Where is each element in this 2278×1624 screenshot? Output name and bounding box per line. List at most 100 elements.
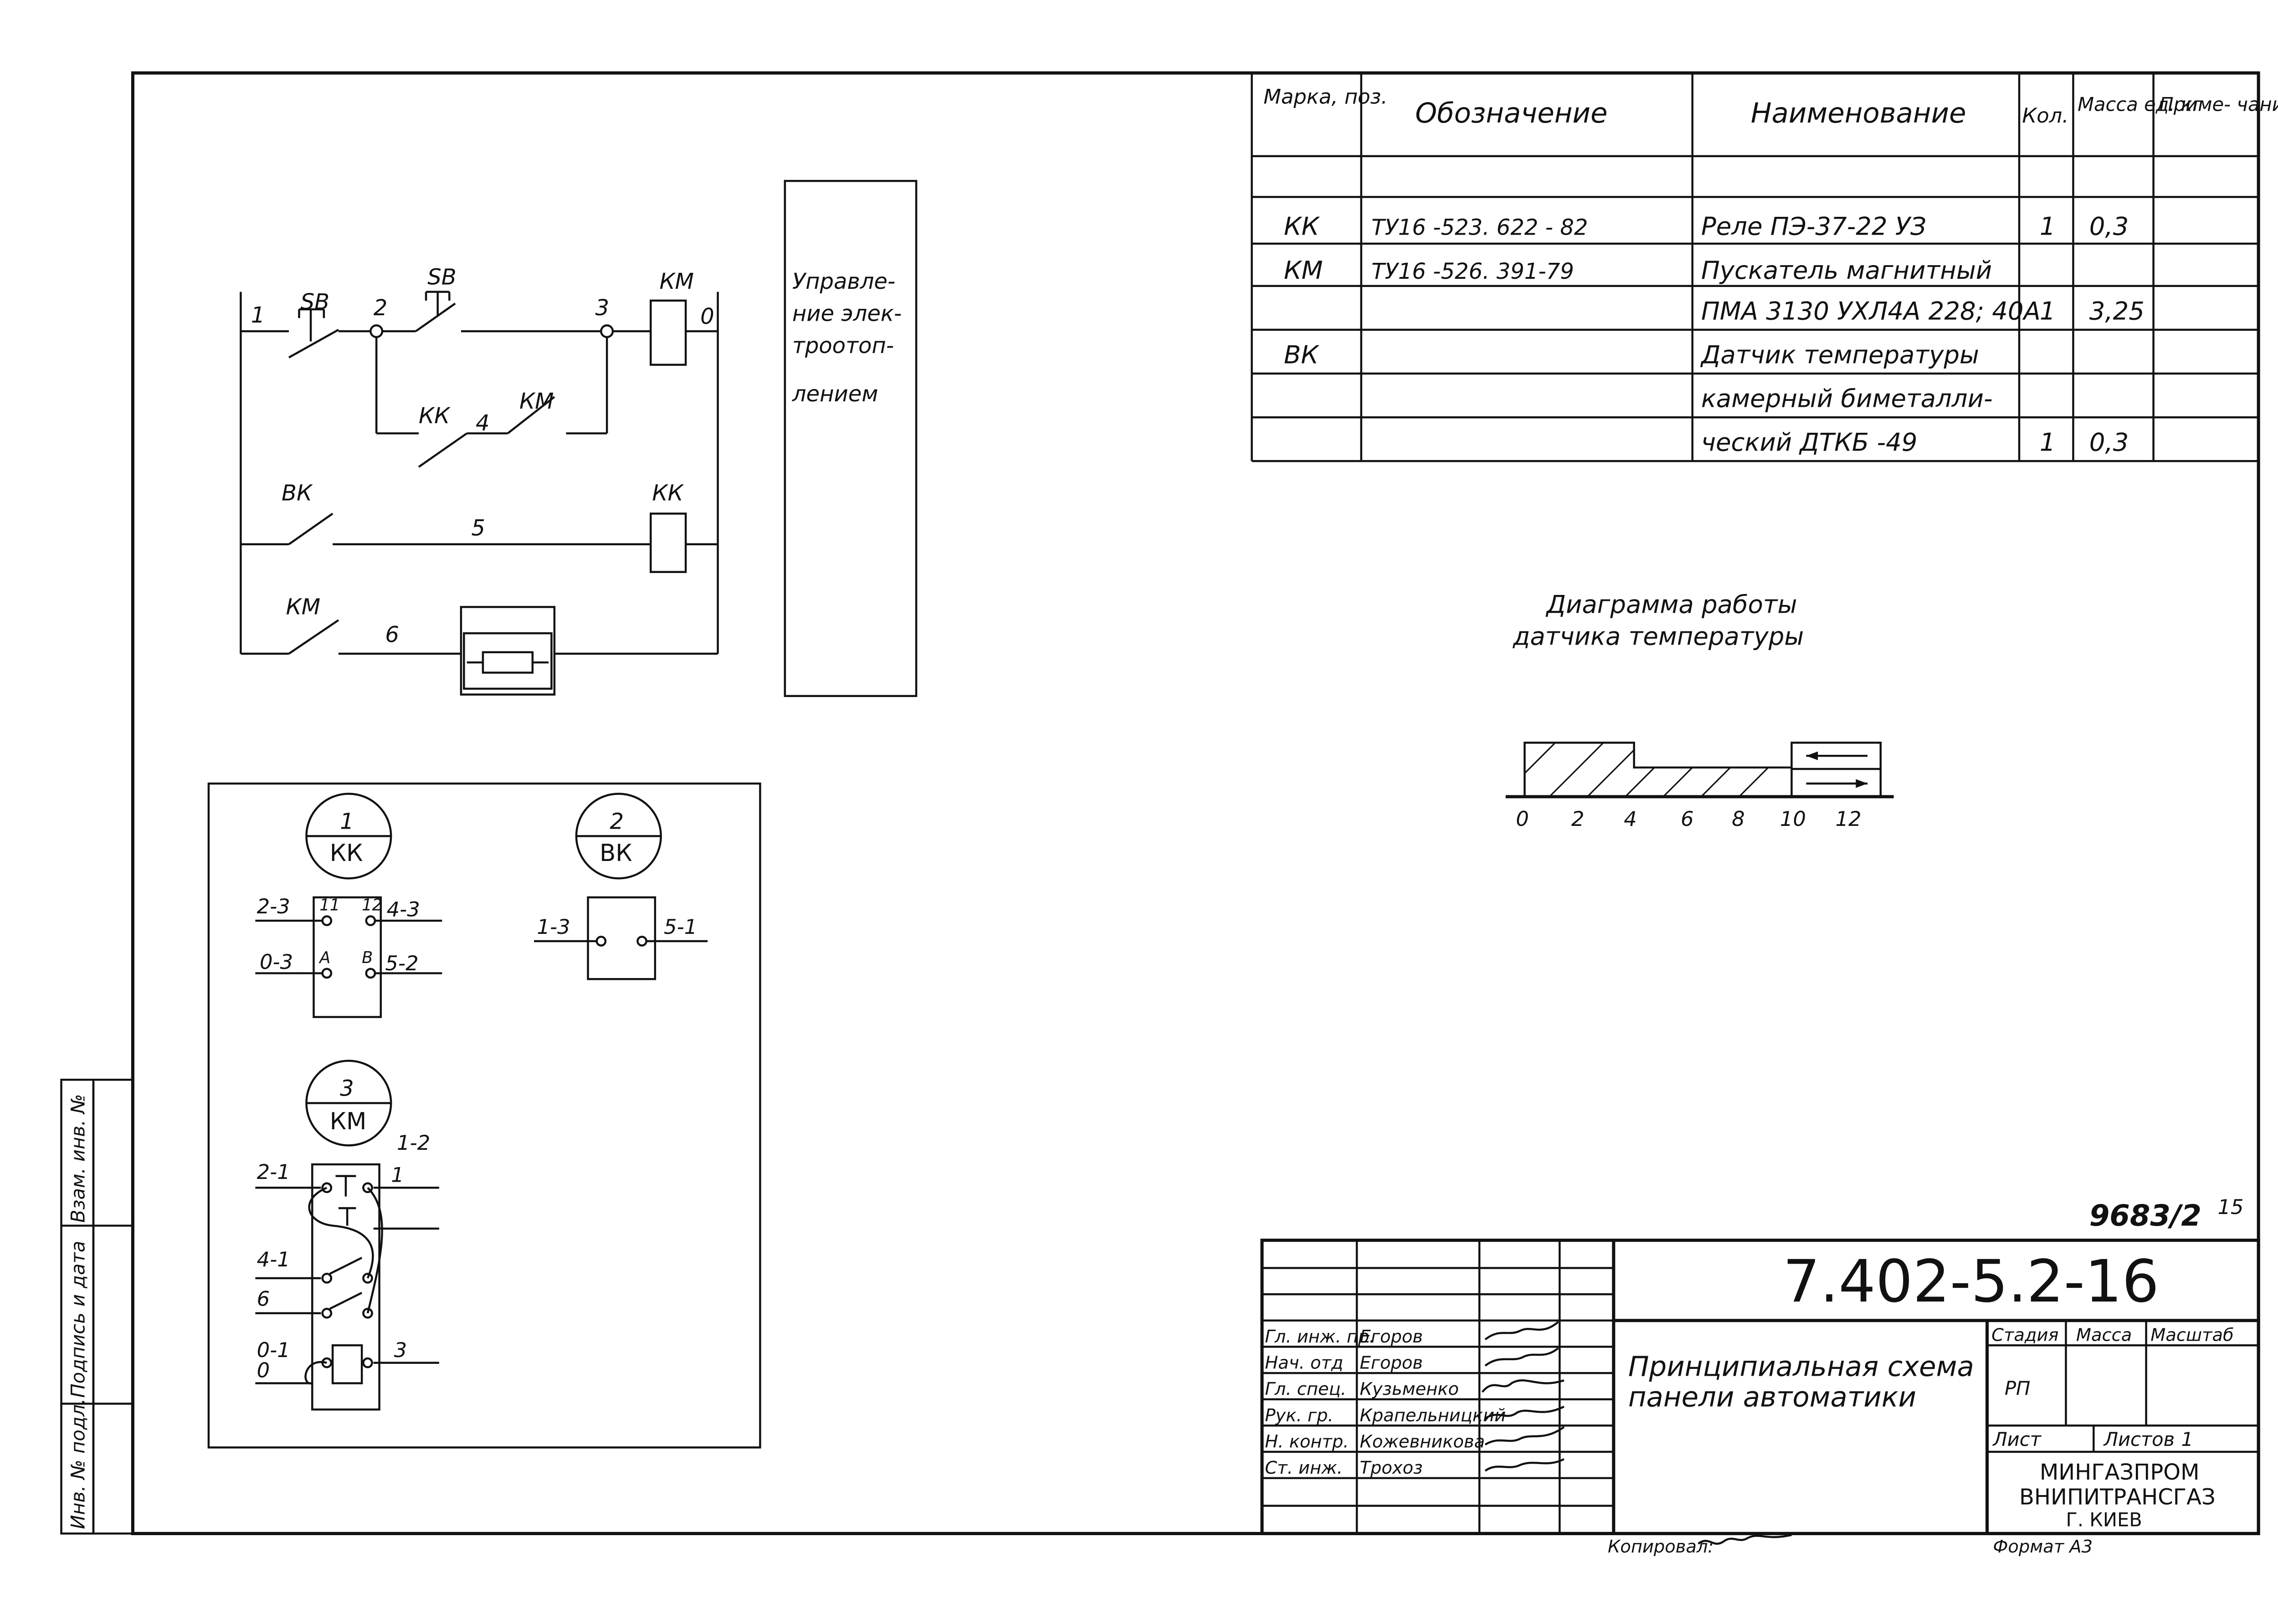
- tick-10: 10: [1780, 807, 1806, 831]
- svg-text:3: 3: [394, 1338, 407, 1362]
- device-3-km: 3 КМ 2-1 4-1 6 0-1 0 1-2 1 3: [255, 1060, 439, 1411]
- svg-text:1-3: 1-3: [537, 915, 570, 939]
- svg-text:1-2: 1-2: [397, 1131, 430, 1155]
- role-label: Нач. отд: [1265, 1352, 1343, 1373]
- header-designation: Обозначение: [1415, 97, 1607, 129]
- svg-text:Стадия: Стадия: [1991, 1325, 2058, 1346]
- device-1-kk: 1 КК 2-3 0-3 11 12 А В 4-3 5-2: [255, 793, 442, 1018]
- svg-text:А: А: [318, 948, 330, 967]
- spec-cell: камерный биметалли-: [1701, 384, 1993, 413]
- label-kk-contact: КК: [419, 403, 451, 429]
- tick-0: 0: [1516, 807, 1529, 831]
- spec-cell: КК: [1284, 212, 1320, 241]
- label-bk: ВК: [282, 481, 313, 506]
- person-name: Егоров: [1360, 1352, 1423, 1373]
- spec-cell: 3,25: [2089, 296, 2145, 325]
- org-2: ВНИПИТРАНСГАЗ: [2019, 1484, 2216, 1510]
- role-label: Гл. инж. пр.: [1265, 1327, 1375, 1347]
- spec-cell: ческий ДТКБ -49: [1701, 428, 1917, 457]
- page-mark: 15: [2218, 1195, 2244, 1219]
- svg-text:Листов: Листов: [2103, 1428, 2175, 1450]
- function-box: [784, 179, 918, 697]
- label-kk-coil: КК: [652, 481, 684, 506]
- org-1: МИНГАЗПРОМ: [2040, 1460, 2200, 1485]
- side-stamp: Инв. № подл. Подпись и дата Взам. инв. №: [60, 1079, 134, 1535]
- svg-text:3: 3: [340, 1076, 354, 1101]
- connections-box: [207, 782, 761, 1449]
- svg-text:КК: КК: [330, 840, 363, 867]
- org-3: Г. КИЕВ: [2066, 1508, 2142, 1531]
- temp-diagram: Диаграмма работы датчика температуры 0 2…: [1505, 589, 1894, 831]
- role-label: Рук. гр.: [1265, 1405, 1333, 1426]
- svg-text:2: 2: [610, 809, 624, 834]
- signatures: [1481, 1321, 1565, 1472]
- svg-text:Масштаб: Масштаб: [2150, 1325, 2234, 1346]
- sheet-ref: 9683/2: [2089, 1199, 2201, 1233]
- node-6: 6: [385, 622, 399, 647]
- spec-cell: ТУ16 -523. 622 - 82: [1371, 215, 1588, 241]
- function-note: Управле- ние элек- троотоп- лением: [792, 269, 902, 407]
- header-mass: Масса ед. кг: [2078, 93, 2203, 115]
- tick-8: 8: [1732, 807, 1745, 831]
- spec-table: Марка, поз. Обозначение Наименование Кол…: [1251, 73, 2278, 462]
- control-schematic: 1 SB 2 SB 3 КМ 0 КК 4 КМ ВК 5 КК КМ 6: [240, 265, 719, 696]
- label-sb1: SB: [301, 289, 329, 315]
- spec-cell: 1: [2040, 212, 2056, 241]
- spec-cell: ТУ16 -526. 391-79: [1371, 259, 1574, 284]
- copied-label: Копировал:: [1608, 1537, 1714, 1557]
- spec-cell: 0,3: [2089, 428, 2129, 457]
- sheet-frame: [131, 71, 2260, 1535]
- svg-text:В: В: [362, 948, 373, 967]
- spec-cell: 1: [2040, 428, 2056, 457]
- svg-text:12: 12: [362, 896, 382, 915]
- title-block: 9683/2 15 7.402-5.2-16 Принципиальная сх…: [1260, 1195, 2260, 1557]
- svg-text:4-1: 4-1: [257, 1247, 290, 1271]
- header-note: Приме- чание: [2159, 93, 2278, 115]
- svg-text:троотоп-: троотоп-: [792, 333, 894, 359]
- spec-cell: Реле ПЭ-37-22 УЗ: [1701, 212, 1926, 241]
- svg-text:лением: лением: [792, 381, 878, 407]
- spec-cell: Датчик температуры: [1700, 340, 1979, 369]
- svg-text:ВК: ВК: [600, 840, 632, 867]
- label-km-contact: КМ: [519, 389, 554, 414]
- person-name: Трохоз: [1360, 1458, 1423, 1478]
- tick-4: 4: [1624, 807, 1637, 831]
- svg-text:2-1: 2-1: [257, 1160, 290, 1184]
- svg-text:Лист: Лист: [1992, 1428, 2042, 1450]
- svg-text:0: 0: [257, 1358, 270, 1383]
- svg-text:11: 11: [319, 896, 340, 915]
- svg-text:1: 1: [340, 809, 354, 834]
- spec-cell: 0,3: [2089, 212, 2129, 241]
- svg-text:Инв. № подл.: Инв. № подл.: [67, 1399, 89, 1529]
- role-label: Ст. инж.: [1265, 1458, 1343, 1478]
- person-name: Крапельницкий: [1360, 1405, 1506, 1426]
- svg-text:0-1: 0-1: [257, 1338, 290, 1362]
- diagram-title-1: Диаграмма работы: [1545, 589, 1797, 619]
- svg-text:5-2: 5-2: [385, 951, 418, 975]
- header-mark: Марка, поз.: [1263, 84, 1387, 108]
- label-km-2: КМ: [286, 594, 321, 620]
- spec-cell: ВК: [1284, 340, 1319, 369]
- person-name: Кузьменко: [1360, 1379, 1459, 1399]
- copier-signature: [1698, 1534, 1792, 1545]
- svg-text:РП: РП: [2005, 1377, 2030, 1399]
- doc-title-2: панели автоматики: [1628, 1382, 1916, 1414]
- svg-text:Масса: Масса: [2076, 1325, 2132, 1346]
- tick-2: 2: [1571, 807, 1585, 831]
- diagram-title-2: датчика температуры: [1513, 622, 1804, 651]
- svg-text:2-3: 2-3: [257, 894, 290, 918]
- spec-cell: 1: [2040, 296, 2056, 325]
- svg-text:Взам. инв. №: Взам. инв. №: [67, 1094, 89, 1223]
- node-4: 4: [476, 410, 490, 436]
- spec-cell: КМ: [1284, 256, 1323, 285]
- svg-text:Управле-: Управле-: [792, 269, 895, 294]
- svg-text:Подпись и дата: Подпись и дата: [67, 1241, 89, 1398]
- node-5: 5: [471, 516, 485, 541]
- label-sb2: SB: [427, 265, 456, 290]
- svg-text:КМ: КМ: [330, 1108, 367, 1135]
- svg-text:ние элек-: ние элек-: [792, 301, 902, 327]
- format-label: Формат А3: [1993, 1537, 2093, 1557]
- person-name: Кожевникова: [1360, 1431, 1485, 1452]
